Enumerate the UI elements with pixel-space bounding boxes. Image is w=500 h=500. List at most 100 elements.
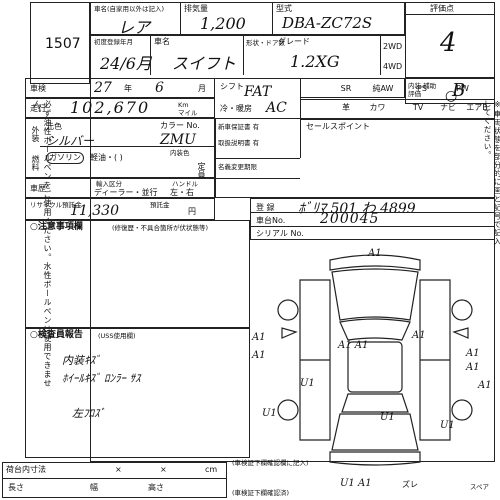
inspection-box [25,78,215,98]
opt-ps: PS [417,84,427,93]
first-reg-value: 24/6月 [100,54,152,73]
opt-leather: 革 [342,103,350,112]
handle-value: 左・右 [170,188,194,197]
mark-right-low: U1 [440,420,455,431]
deposit-label: 預託金 [150,201,170,209]
right-note: ※車両状態を部分的に画と記号で記入してください。 [483,100,500,246]
handle-label: ハンドル [172,180,198,188]
plate-label: 登 録 [256,203,275,212]
import-box [25,178,215,198]
inspector-box [25,328,250,458]
mark-rear-mid: U1 [380,412,395,423]
opt-aw: 純AW [372,84,394,93]
score-value: 4 [440,28,457,58]
serial-label: シリアル No. [256,229,304,238]
interior-score-value: B [452,80,466,101]
recycle-box [25,198,215,220]
import-label: 車歴 [30,184,46,193]
ac-label: 冷・暖房 [220,104,252,113]
interior-color-label: 内装色 [170,149,190,157]
opt-pw: PW [456,84,469,93]
color-value: シルバー [46,134,95,148]
chassis-label: 車台No. [256,216,286,225]
inspection-month-unit: 月 [198,84,206,93]
manual-label: 取扱説明書 有 [218,139,260,147]
mileage-label: 走行 [30,104,46,113]
registration-box [250,198,495,240]
footer-length-label: 長さ [8,483,24,492]
mark-left-front2: A1 [252,350,266,361]
wd2-label: 2WD [383,42,403,51]
footer-mark-x1: × [115,465,122,474]
mark-right-edge: A1 [478,380,492,391]
score-box [405,2,495,78]
lot-number: 1507 [45,36,81,52]
footer-mark-x2: × [160,465,167,474]
side-note: 必ず油性ボールペンをご使用ください。水性ボールペンは使用できません。 [33,100,52,388]
inspection-year: 27 [94,80,112,96]
inspector-subtitle: (USS使用欄) [98,332,136,340]
inspection-label: 車検 [30,84,46,93]
mark-zure: ズレ [402,480,418,489]
inspection-year-unit: 年 [124,84,132,93]
header-row [90,2,405,35]
model-label: 型式 [276,4,292,13]
mark-right-mid2: A1 [466,362,480,373]
displacement-value: 1,200 [200,14,246,33]
car-label: 車名 [154,37,170,46]
car-diagram [277,254,473,466]
mark-left-front1: A1 [252,332,266,343]
car-name-label: 車名(自家用以外は記入) [94,5,165,13]
colorno-value: ZMU [160,132,196,148]
footer-unit: cm [205,465,218,474]
footer-box [2,462,227,498]
mileage-box [25,98,215,118]
mileage-unit-mile: マイル [178,109,198,117]
fuel-rest: 軽油・( ) [90,153,123,162]
inspector-line1: 内装ｷｽﾞ [62,354,101,367]
notes-subtitle: (修復歴・不具合箇所が伏状態等) [112,224,209,232]
notes-box [25,220,250,328]
car-name-value: レア [118,18,151,37]
notes-title: ○注意事項欄 [30,222,83,232]
interior-score-label: 内装 補助評価 [408,82,437,98]
inspector-line3: 左ﾌﾛｽﾞ [72,407,105,420]
door-label: 形状・ドア数 [246,39,285,47]
import-sub-label: 輸入区分 [96,180,122,188]
mark-right-mid1: A1 [466,348,480,359]
displacement-label: 排気量 [184,4,208,13]
opt-sr: SR [340,84,352,93]
plate-value: ﾎﾞﾘﾏ 501 わ 4899 [298,201,416,217]
recycle-unit: 円 [188,207,196,216]
grade-value: 1.2XG [290,52,340,71]
footer-width-label: 幅 [90,483,98,492]
import-dealer: ディーラー・並行 [94,188,158,197]
footer-note-left: (車検証下欄確認欄に記入) [232,459,309,467]
mileage-value: 102,670 [70,98,151,117]
sell-points-label: セールスポイント [306,122,370,131]
footer-note-right: (車検証下欄確認済) [232,489,290,497]
score-label: 評価点 [430,4,454,13]
shift-value: FAT [244,84,272,100]
footer-label: 荷台内寸法 [6,465,46,474]
shift-label: シフト [220,82,244,91]
exterior-label: 外装 [31,126,40,142]
mark-rear-left: U1 [300,378,315,389]
opt-kawa: カワ [369,103,386,112]
fuel-value: ガソリン [46,152,84,164]
mark-center: A1 A1 [338,340,369,351]
warranty-label: 新車保証書 有 [218,123,260,131]
chassis-value: 200045 [320,211,380,227]
model-value: DBA-ZC72S [282,14,373,32]
mileage-unit-km: Km [178,101,189,109]
capacity-label: 定員 [197,162,206,178]
color-label: 元色 [46,122,62,131]
opt-tv: TV [412,103,424,112]
opt-airbag: エアB [466,103,488,112]
lot-number-box [30,2,90,84]
exterior-box [25,118,215,178]
colorno-label: カラー No. [160,121,200,130]
car-value: スイフト [172,54,237,73]
recycle-label: リサイクル預託金 [30,201,82,209]
